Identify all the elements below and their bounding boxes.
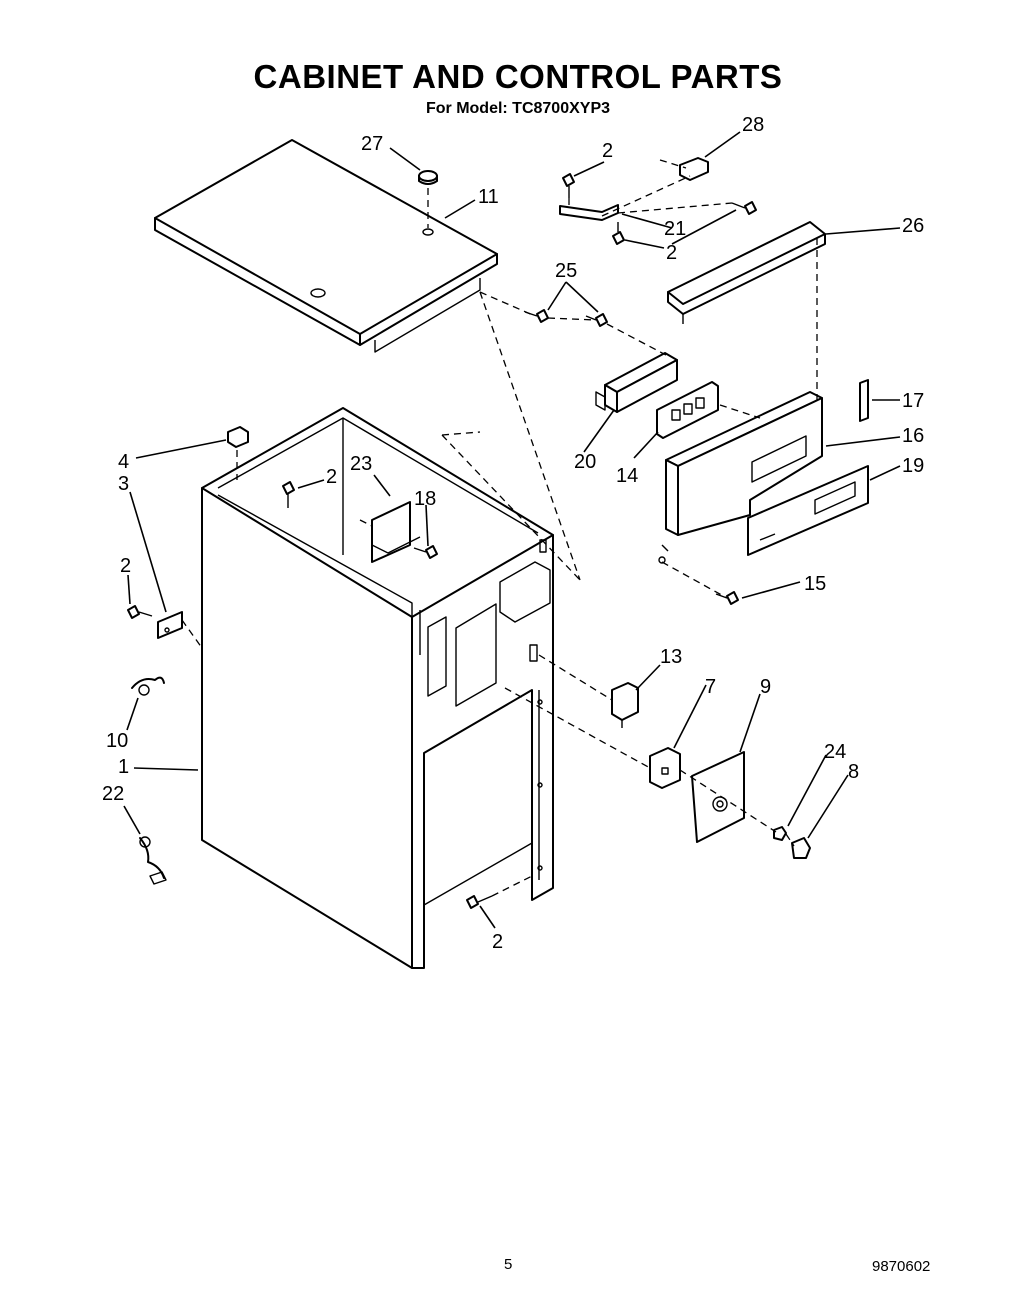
- callout-24: 24: [824, 741, 846, 763]
- end-cap-part-17: [859, 379, 869, 422]
- screw-part-25-right: [585, 313, 608, 327]
- knob-part-8: [791, 837, 811, 859]
- callout-2-mid: 2: [666, 242, 677, 264]
- top-cover-part-11: [154, 139, 498, 353]
- screw-part-2-bottom: [466, 895, 493, 909]
- screw-part-2-right: [731, 201, 757, 215]
- cabinet-part-1: [201, 407, 554, 969]
- callout-27: 27: [361, 133, 383, 155]
- timer-part-7: [649, 747, 681, 789]
- harness-part-10: [131, 676, 165, 696]
- callout-3: 3: [118, 473, 129, 495]
- callout-19: 19: [902, 455, 924, 477]
- callout-14: 14: [616, 465, 638, 487]
- screw-part-2-mid: [612, 222, 625, 245]
- callout-23: 23: [350, 453, 372, 475]
- callout-2-inner: 2: [326, 466, 337, 488]
- callout-labels: 27 11 2 28 21 2 26 25 17 16 19 20 14 4 3…: [102, 114, 924, 953]
- callout-20: 20: [574, 451, 596, 473]
- leader-lines: [123, 131, 901, 929]
- callout-22: 22: [102, 783, 124, 805]
- screw-part-2-left: [127, 605, 153, 619]
- screw-part-2-inner: [282, 481, 295, 508]
- callout-1: 1: [118, 756, 129, 778]
- screw-part-2-top: [562, 173, 575, 198]
- callout-2-bottom: 2: [492, 931, 503, 953]
- callout-13: 13: [660, 646, 682, 668]
- callout-4: 4: [118, 451, 129, 473]
- switch-part-14: [656, 381, 719, 439]
- plate-part-3: [157, 611, 183, 639]
- callout-25: 25: [555, 260, 577, 282]
- screw-part-25-left: [524, 309, 549, 323]
- callout-26: 26: [902, 215, 924, 237]
- harness-part-22: [139, 836, 167, 885]
- callout-15: 15: [804, 573, 826, 595]
- page-title: CABINET AND CONTROL PARTS: [253, 58, 783, 95]
- callout-18: 18: [414, 488, 436, 510]
- callout-9: 9: [760, 676, 771, 698]
- assembly-lines: [181, 159, 818, 897]
- callout-7: 7: [705, 676, 716, 698]
- document-number: 9870602: [872, 1258, 931, 1275]
- switch-part-13: [611, 682, 639, 728]
- callout-2-top: 2: [602, 140, 613, 162]
- screw-part-15: [715, 591, 739, 605]
- callout-21: 21: [664, 218, 686, 240]
- callout-8: 8: [848, 761, 859, 783]
- clip-part-4: [227, 426, 249, 480]
- callout-2-left: 2: [120, 555, 131, 577]
- bracket-part-21: [559, 204, 619, 221]
- model-subtitle: For Model: TC8700XYP3: [425, 100, 611, 117]
- bracket-part-23: [371, 501, 421, 563]
- timer-plate-part-9: [691, 751, 745, 843]
- callout-10: 10: [106, 730, 128, 752]
- overlay-part-19: [747, 465, 869, 556]
- callout-16: 16: [902, 425, 924, 447]
- plug-part-27: [418, 170, 438, 228]
- callout-11: 11: [478, 186, 499, 208]
- clip-part-28: [679, 157, 709, 181]
- control-panel-part-16: [658, 391, 823, 564]
- screw-part-18: [413, 545, 438, 559]
- trim-part-26: [667, 221, 826, 324]
- nut-part-24: [773, 826, 787, 841]
- bracket-part-20: [595, 352, 678, 413]
- page-number: 5: [504, 1256, 513, 1273]
- callout-17: 17: [902, 390, 924, 412]
- callout-28: 28: [742, 114, 764, 136]
